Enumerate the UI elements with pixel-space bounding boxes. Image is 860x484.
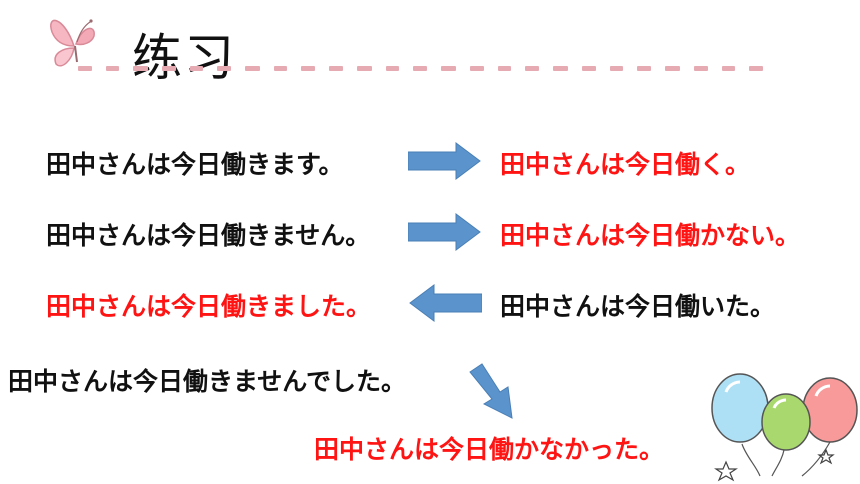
down-right-arrow-icon — [469, 363, 513, 419]
row-2-source: 田中さんは今日働きません。 — [46, 221, 371, 250]
dash-segment — [637, 66, 651, 71]
dash-segment — [329, 66, 343, 71]
dash-segment — [245, 66, 260, 71]
row-2-answer: 田中さんは今日働かない。 — [500, 221, 801, 250]
dash-segment — [386, 66, 399, 71]
dash-segment — [610, 66, 623, 71]
right-arrow-icon — [408, 213, 481, 251]
dash-segment — [525, 66, 539, 71]
row-1-answer: 田中さんは今日働く。 — [500, 150, 751, 179]
dash-segment — [553, 66, 568, 71]
dash-segment — [301, 66, 315, 71]
butterfly-icon — [50, 19, 95, 67]
balloons-icon — [711, 373, 858, 482]
right-arrow-icon — [408, 142, 481, 180]
row-4-source: 田中さんは今日働きませんでした。 — [8, 367, 407, 396]
dash-segment — [190, 66, 203, 71]
dash-segment — [133, 66, 148, 71]
row-4-answer: 田中さんは今日働かなかった。 — [314, 435, 665, 464]
left-arrow-icon — [409, 284, 482, 322]
dash-segment — [162, 66, 176, 71]
dash-segment — [106, 66, 119, 71]
dash-segment — [357, 66, 372, 71]
dash-segment — [498, 66, 511, 71]
page-title: 练习 — [132, 29, 236, 87]
dash-segment — [274, 66, 287, 71]
row-3-answer: 田中さんは今日働きました。 — [46, 292, 372, 321]
dash-segment — [582, 66, 596, 71]
row-1-source: 田中さんは今日働きます。 — [46, 150, 344, 179]
dash-segment — [694, 66, 708, 71]
dash-segment — [749, 66, 763, 71]
dash-segment — [665, 66, 680, 71]
title-dashed-underline — [78, 66, 798, 72]
dash-segment — [217, 66, 231, 71]
row-3-source: 田中さんは今日働いた。 — [500, 292, 776, 321]
dash-segment — [722, 66, 735, 71]
dash-segment — [413, 66, 427, 71]
dash-segment — [78, 66, 92, 71]
dash-segment — [470, 66, 484, 71]
dash-segment — [441, 66, 456, 71]
